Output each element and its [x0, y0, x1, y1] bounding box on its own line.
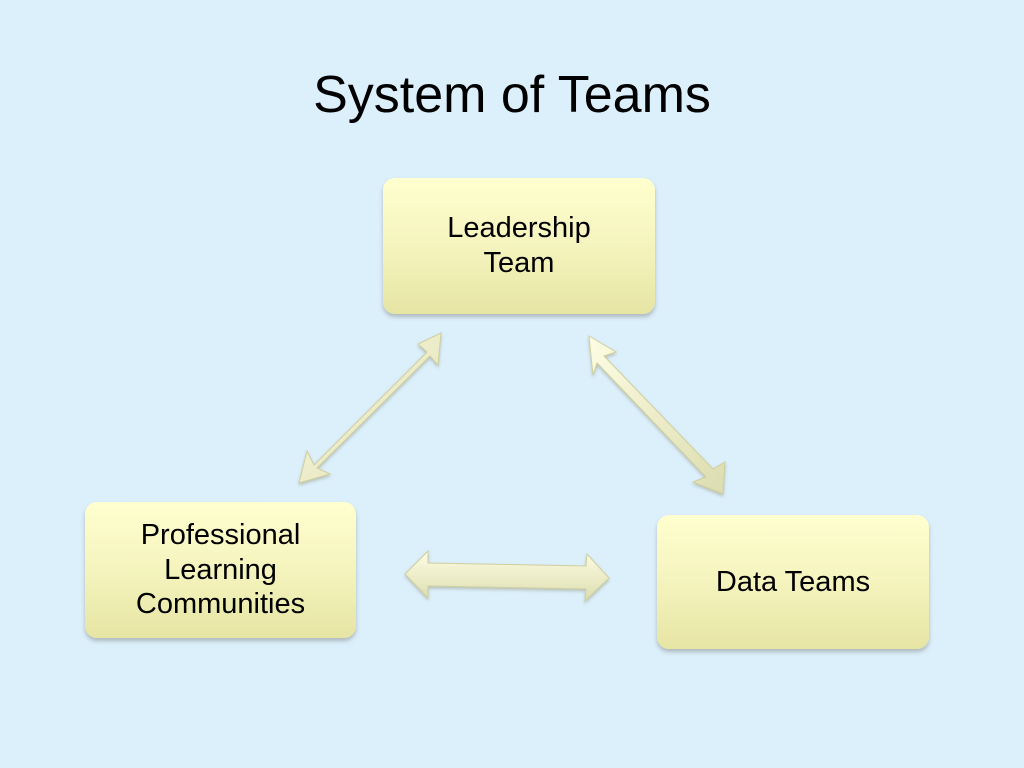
slide-title: System of Teams [313, 66, 711, 124]
arrow-leadership-data [588, 335, 726, 495]
leadership-team-node: Leadership Team [383, 178, 655, 314]
arrow-leadership-plc [298, 332, 442, 484]
arrow-plc-data [404, 549, 610, 603]
professional-learning-communities-node: Professional Learning Communities [85, 502, 356, 638]
data-teams-node: Data Teams [657, 515, 929, 649]
